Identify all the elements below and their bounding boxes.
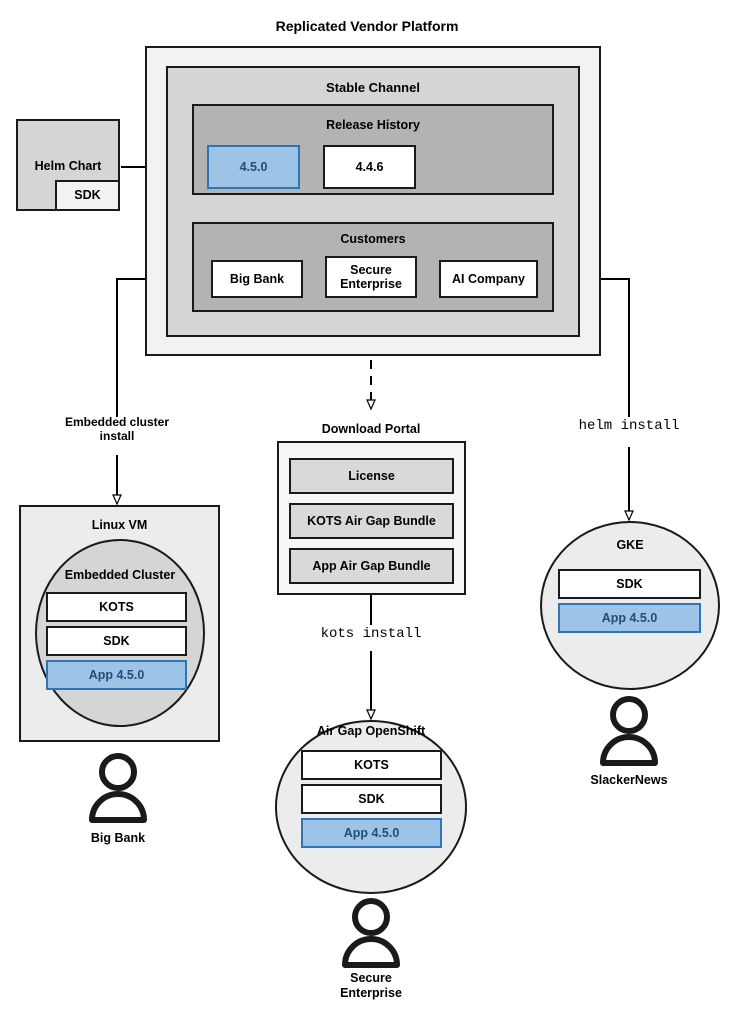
linux-vm-title: Linux VM xyxy=(91,518,148,532)
actor-label-secure-enterprise: Secure Enterprise xyxy=(291,971,451,1001)
openshift-component-app[interactable]: App 4.5.0 xyxy=(301,818,442,848)
customer-ai-company[interactable]: AI Company xyxy=(439,260,538,298)
release-item-4-5-0[interactable]: 4.5.0 xyxy=(207,145,300,189)
edge-label-helm-install: helm install xyxy=(578,418,680,434)
linux-vm-component-app[interactable]: App 4.5.0 xyxy=(46,660,187,690)
linux-vm-component-kots[interactable]: KOTS xyxy=(46,592,187,622)
gke-component-sdk[interactable]: SDK xyxy=(558,569,701,599)
air-gap-openshift-title: Air Gap OpenShift xyxy=(316,724,426,738)
actor-label-line1: Secure xyxy=(350,971,392,985)
release-item-4-4-6[interactable]: 4.4.6 xyxy=(323,145,416,189)
actor-label-line2: Enterprise xyxy=(340,986,402,1000)
openshift-component-sdk[interactable]: SDK xyxy=(301,784,442,814)
edge-label-embedded-cluster-install: Embedded cluster install xyxy=(37,415,197,444)
download-portal-artifact-app-air-gap-bundle[interactable]: App Air Gap Bundle xyxy=(289,548,454,584)
helm-chart-title: Helm Chart xyxy=(34,159,102,173)
edge-label-line2: install xyxy=(99,429,135,444)
release-history-title: Release History xyxy=(326,118,420,132)
download-portal-artifact-kots-air-gap-bundle[interactable]: KOTS Air Gap Bundle xyxy=(289,503,454,539)
edge-label-line1: Embedded cluster xyxy=(64,415,170,429)
openshift-component-kots[interactable]: KOTS xyxy=(301,750,442,780)
gke-component-app[interactable]: App 4.5.0 xyxy=(558,603,701,633)
download-portal-title: Download Portal xyxy=(321,422,421,436)
stable-channel-title: Stable Channel xyxy=(326,80,420,95)
linux-vm-component-sdk[interactable]: SDK xyxy=(46,626,187,656)
actor-label-slackernews: SlackerNews xyxy=(590,773,668,787)
person-icon xyxy=(89,753,147,823)
customer-secure-enterprise[interactable]: Secure Enterprise xyxy=(325,256,417,298)
person-icon xyxy=(342,898,400,968)
gke-title: GKE xyxy=(616,538,644,552)
diagram-title: Replicated Vendor Platform xyxy=(275,18,459,34)
actor-label-big-bank: Big Bank xyxy=(90,831,146,845)
customers-title: Customers xyxy=(340,232,406,246)
customer-big-bank[interactable]: Big Bank xyxy=(211,260,303,298)
edge-label-kots-install: kots install xyxy=(320,626,422,642)
person-icon xyxy=(600,696,658,766)
download-portal-artifact-license[interactable]: License xyxy=(289,458,454,494)
embedded-cluster-title: Embedded Cluster xyxy=(64,568,176,582)
helm-chart-sdk-box[interactable]: SDK xyxy=(55,180,120,211)
